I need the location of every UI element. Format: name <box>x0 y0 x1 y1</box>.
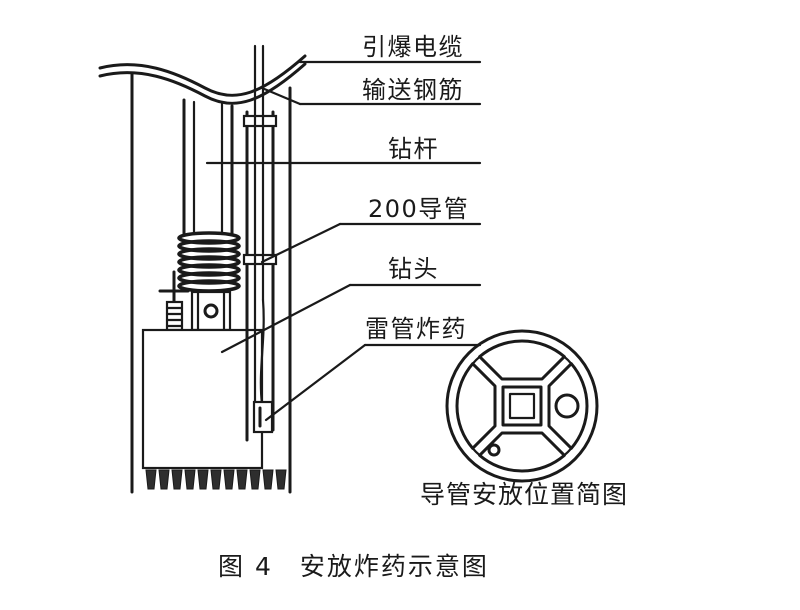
label-detonator-explosive: 雷管炸药 <box>365 315 467 343</box>
cable-in-conduit-lower <box>259 298 265 406</box>
label-detonating-cable: 引爆电缆 <box>362 33 464 61</box>
rod-bracket <box>190 290 232 332</box>
leader-pointer-conduit <box>260 222 342 264</box>
callout-labels: 引爆电缆 输送钢筋 钻杆 200导管 钻头 雷管炸药 <box>362 33 469 343</box>
inset-small-hole <box>487 443 501 457</box>
cable-strand-upper <box>98 54 307 97</box>
coil-loop <box>177 255 241 269</box>
drill-bit-tooth <box>145 469 157 490</box>
inset-segment-left <box>455 362 497 450</box>
drill-bit-body <box>141 328 264 470</box>
coil-loop <box>177 239 241 253</box>
drill-bit-tooth <box>171 469 183 490</box>
inset-segment-bottom <box>478 431 566 473</box>
inset-conduit-position <box>554 393 580 419</box>
drill-bit-tooth <box>236 469 248 490</box>
inset-inner-ring <box>455 339 589 473</box>
leader-pointer-explosive <box>264 343 367 422</box>
bracket-hole <box>203 303 219 319</box>
drill-bit-tooth <box>249 469 261 490</box>
leader-pointer-steel-bar <box>260 86 302 106</box>
coil-loop <box>177 231 241 245</box>
drill-bit-tooth <box>275 469 287 490</box>
conduit-placement-inset: 导管安放位置简图 <box>420 329 628 509</box>
drill-bit-tooth <box>262 469 274 490</box>
drill-bit-tooth <box>210 469 222 490</box>
label-drill-bit: 钻头 <box>388 255 439 283</box>
conduit-pipe <box>242 110 278 442</box>
coil-loop <box>177 263 241 277</box>
inset-segment-top <box>478 339 566 381</box>
inset-outer-ring <box>445 329 599 483</box>
coil-loop <box>177 271 241 285</box>
inset-caption: 导管安放位置简图 <box>420 480 628 509</box>
leader-pointer-drill-bit <box>220 283 352 354</box>
label-drill-rod: 钻杆 <box>388 135 439 163</box>
borehole <box>130 72 292 494</box>
drill-bit-tooth <box>184 469 196 490</box>
leader-lines <box>205 60 482 422</box>
label-conduit-pipe: 200导管 <box>368 195 469 223</box>
inset-segment-right <box>547 362 589 450</box>
inset-center-square-outer <box>501 385 543 427</box>
label-steel-bar: 输送钢筋 <box>362 76 464 104</box>
drill-bit-tooth <box>158 469 170 490</box>
conduit-clamp-upper <box>242 114 278 128</box>
drill-rod <box>182 98 234 236</box>
coil-loop <box>177 247 241 261</box>
conduit-clamp-lower <box>242 253 278 266</box>
drill-bit-tooth <box>197 469 209 490</box>
explosive-charge <box>252 400 274 434</box>
side-valve <box>158 270 190 332</box>
drill-bit-teeth <box>145 469 287 490</box>
spring-coil <box>177 231 241 293</box>
inset-center-square-inner <box>508 392 536 420</box>
figure-caption: 图 4 安放炸药示意图 <box>218 552 489 581</box>
drill-bit-tooth <box>223 469 235 490</box>
